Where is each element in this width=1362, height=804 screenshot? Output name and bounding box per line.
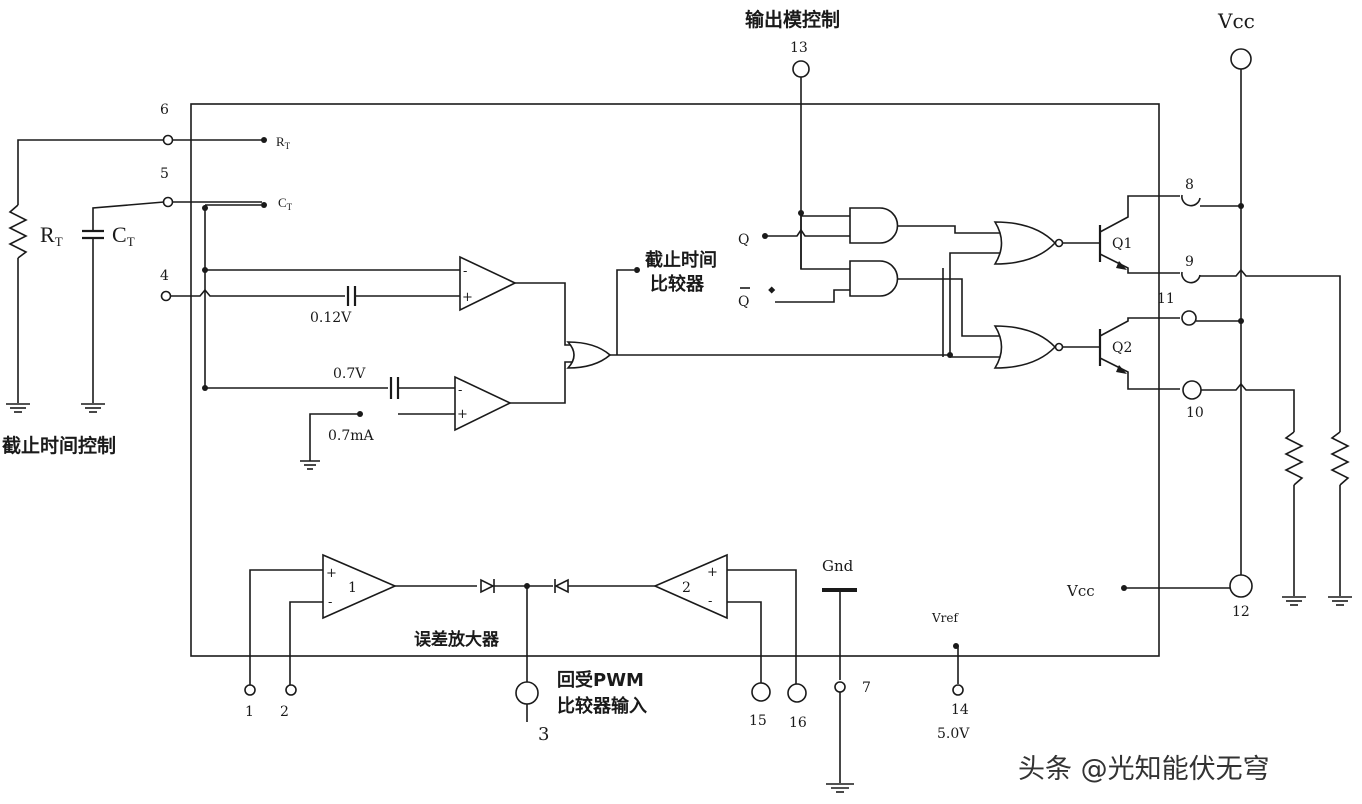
pin-12-label: 12	[1232, 604, 1250, 620]
gnd-label: Gnd	[822, 557, 854, 575]
resistor-rt-external	[8, 204, 28, 259]
pin-1-label: 1	[245, 704, 254, 720]
ct-internal-label: CT	[278, 195, 293, 212]
nor-gate-upper	[993, 221, 1057, 265]
pin-10-label: 10	[1186, 405, 1204, 421]
pin-15-label: 15	[749, 713, 767, 729]
amp-2-label: 2	[682, 580, 691, 596]
output-mode-label: 输出模控制	[745, 8, 840, 31]
deadtime-comparator-label-1: 截止时间	[645, 249, 717, 271]
pwm-input-label-1: 回受PWM	[557, 669, 644, 691]
pin-10	[1182, 380, 1202, 400]
watermark: 头条 @光知能伏无穹	[1018, 754, 1270, 785]
pin-16-label: 16	[789, 715, 807, 731]
pin-4	[160, 290, 172, 302]
pin-13	[792, 60, 810, 78]
deadtime-comparator	[459, 255, 517, 312]
svg-text:-: -	[328, 595, 332, 610]
svg-text:+: +	[457, 407, 468, 422]
svg-text:+: +	[707, 565, 718, 580]
vcc-internal-label: Vcc	[1066, 582, 1095, 600]
q2-label: Q2	[1112, 340, 1132, 356]
pin-15	[751, 682, 771, 702]
v012-label: 0.12V	[310, 310, 352, 326]
svg-text:+: +	[462, 290, 473, 305]
resistor-emitter-q2	[1284, 431, 1304, 486]
deadtime-comparator-label-2: 比较器	[650, 273, 705, 295]
pin-vcc-top	[1230, 48, 1252, 70]
pin-7-label: 7	[862, 680, 871, 696]
pin-14	[952, 684, 964, 696]
pin-4-label: 4	[160, 268, 169, 284]
pin-12	[1229, 574, 1253, 598]
deadtime-control-label: 截止时间控制	[2, 434, 116, 457]
pin-5	[162, 196, 174, 208]
q1-label: Q1	[1112, 236, 1132, 252]
error-amplifier-2	[653, 553, 728, 620]
pin-2-label: 2	[280, 704, 289, 720]
svg-text:+: +	[326, 566, 337, 581]
rt-external-label: RT	[40, 222, 63, 249]
qbar-label: Q	[738, 294, 749, 310]
amp-1-label: 1	[348, 580, 357, 596]
ma07-label: 0.7mA	[328, 428, 375, 444]
nor-gate-lower	[993, 325, 1057, 369]
pin-11-label: 11	[1157, 291, 1175, 307]
pin-2	[285, 684, 297, 696]
error-amp-label: 误差放大器	[414, 629, 500, 650]
pwm-comparator	[454, 375, 512, 432]
pin-6	[162, 134, 174, 146]
vcc-top-label: Vcc	[1217, 9, 1255, 33]
rt-internal-label: RT	[276, 134, 291, 151]
error-amplifier-1	[322, 553, 397, 620]
and-gate-lower	[849, 260, 899, 297]
pin-16	[787, 683, 807, 703]
pwm-input-label-2: 比较器输入	[557, 695, 647, 717]
pin-5-label: 5	[160, 166, 169, 182]
svg-text:-: -	[708, 594, 712, 609]
svg-text:-: -	[463, 264, 467, 279]
and-gate-upper	[849, 207, 899, 244]
vref-label: Vref	[931, 611, 960, 625]
ic-body	[190, 103, 1160, 657]
diode-left	[480, 578, 495, 594]
pin-14-label: 14	[951, 702, 969, 718]
v50-label: 5.0V	[937, 726, 970, 742]
pin-8-label: 8	[1185, 177, 1194, 193]
pin-8	[1181, 194, 1201, 207]
svg-text:-: -	[458, 383, 462, 398]
pin-9	[1181, 271, 1201, 284]
pin-3	[515, 681, 539, 705]
pin-13-label: 13	[790, 40, 808, 56]
pin-11	[1181, 310, 1197, 326]
pin-9-label: 9	[1185, 254, 1194, 270]
pin-3-label: 3	[538, 724, 549, 745]
pin-6-label: 6	[160, 102, 169, 118]
resistor-emitter-q1	[1330, 431, 1350, 486]
pin-7	[834, 681, 846, 693]
v07-label: 0.7V	[333, 366, 366, 382]
q-label: Q	[738, 232, 749, 248]
pin-1	[244, 684, 256, 696]
ct-external-label: CT	[112, 222, 135, 249]
or-gate-combiner	[566, 341, 612, 369]
